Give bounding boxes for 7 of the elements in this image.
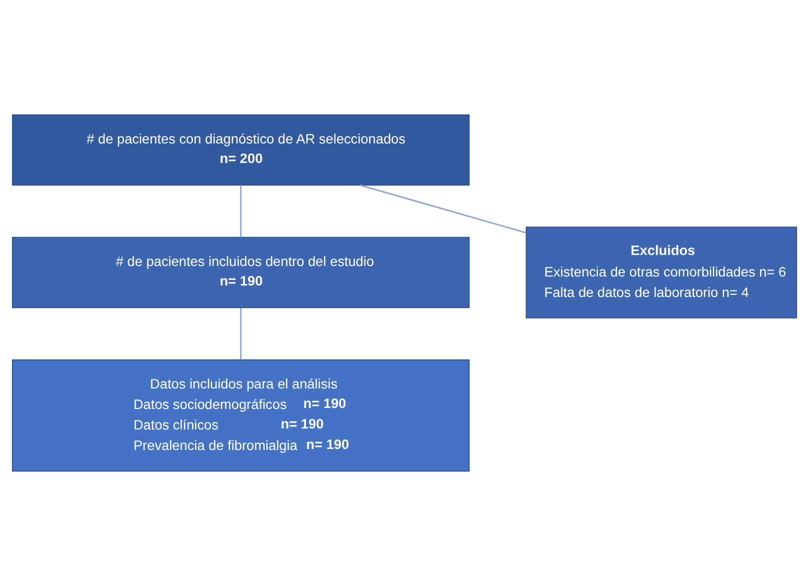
connector: [240, 185, 242, 238]
connector: [360, 184, 526, 234]
node-box: Datos incluidos para el análisis Datos sociodemográficos n= 190 Datos clínicos n= 190 Prevalencia de fibromialgia n= 190: [12, 359, 470, 472]
node-box: # de pacientes con diagnóstico de AR seleccionados n= 200: [12, 114, 470, 186]
connector: [240, 308, 242, 360]
node-box: Excluidos Existencia de otras comorbilidades n= 6 Falta de datos de laboratorio n= 4: [526, 226, 798, 318]
node-box: # de pacientes incluidos dentro del estudio n= 190: [12, 236, 470, 308]
